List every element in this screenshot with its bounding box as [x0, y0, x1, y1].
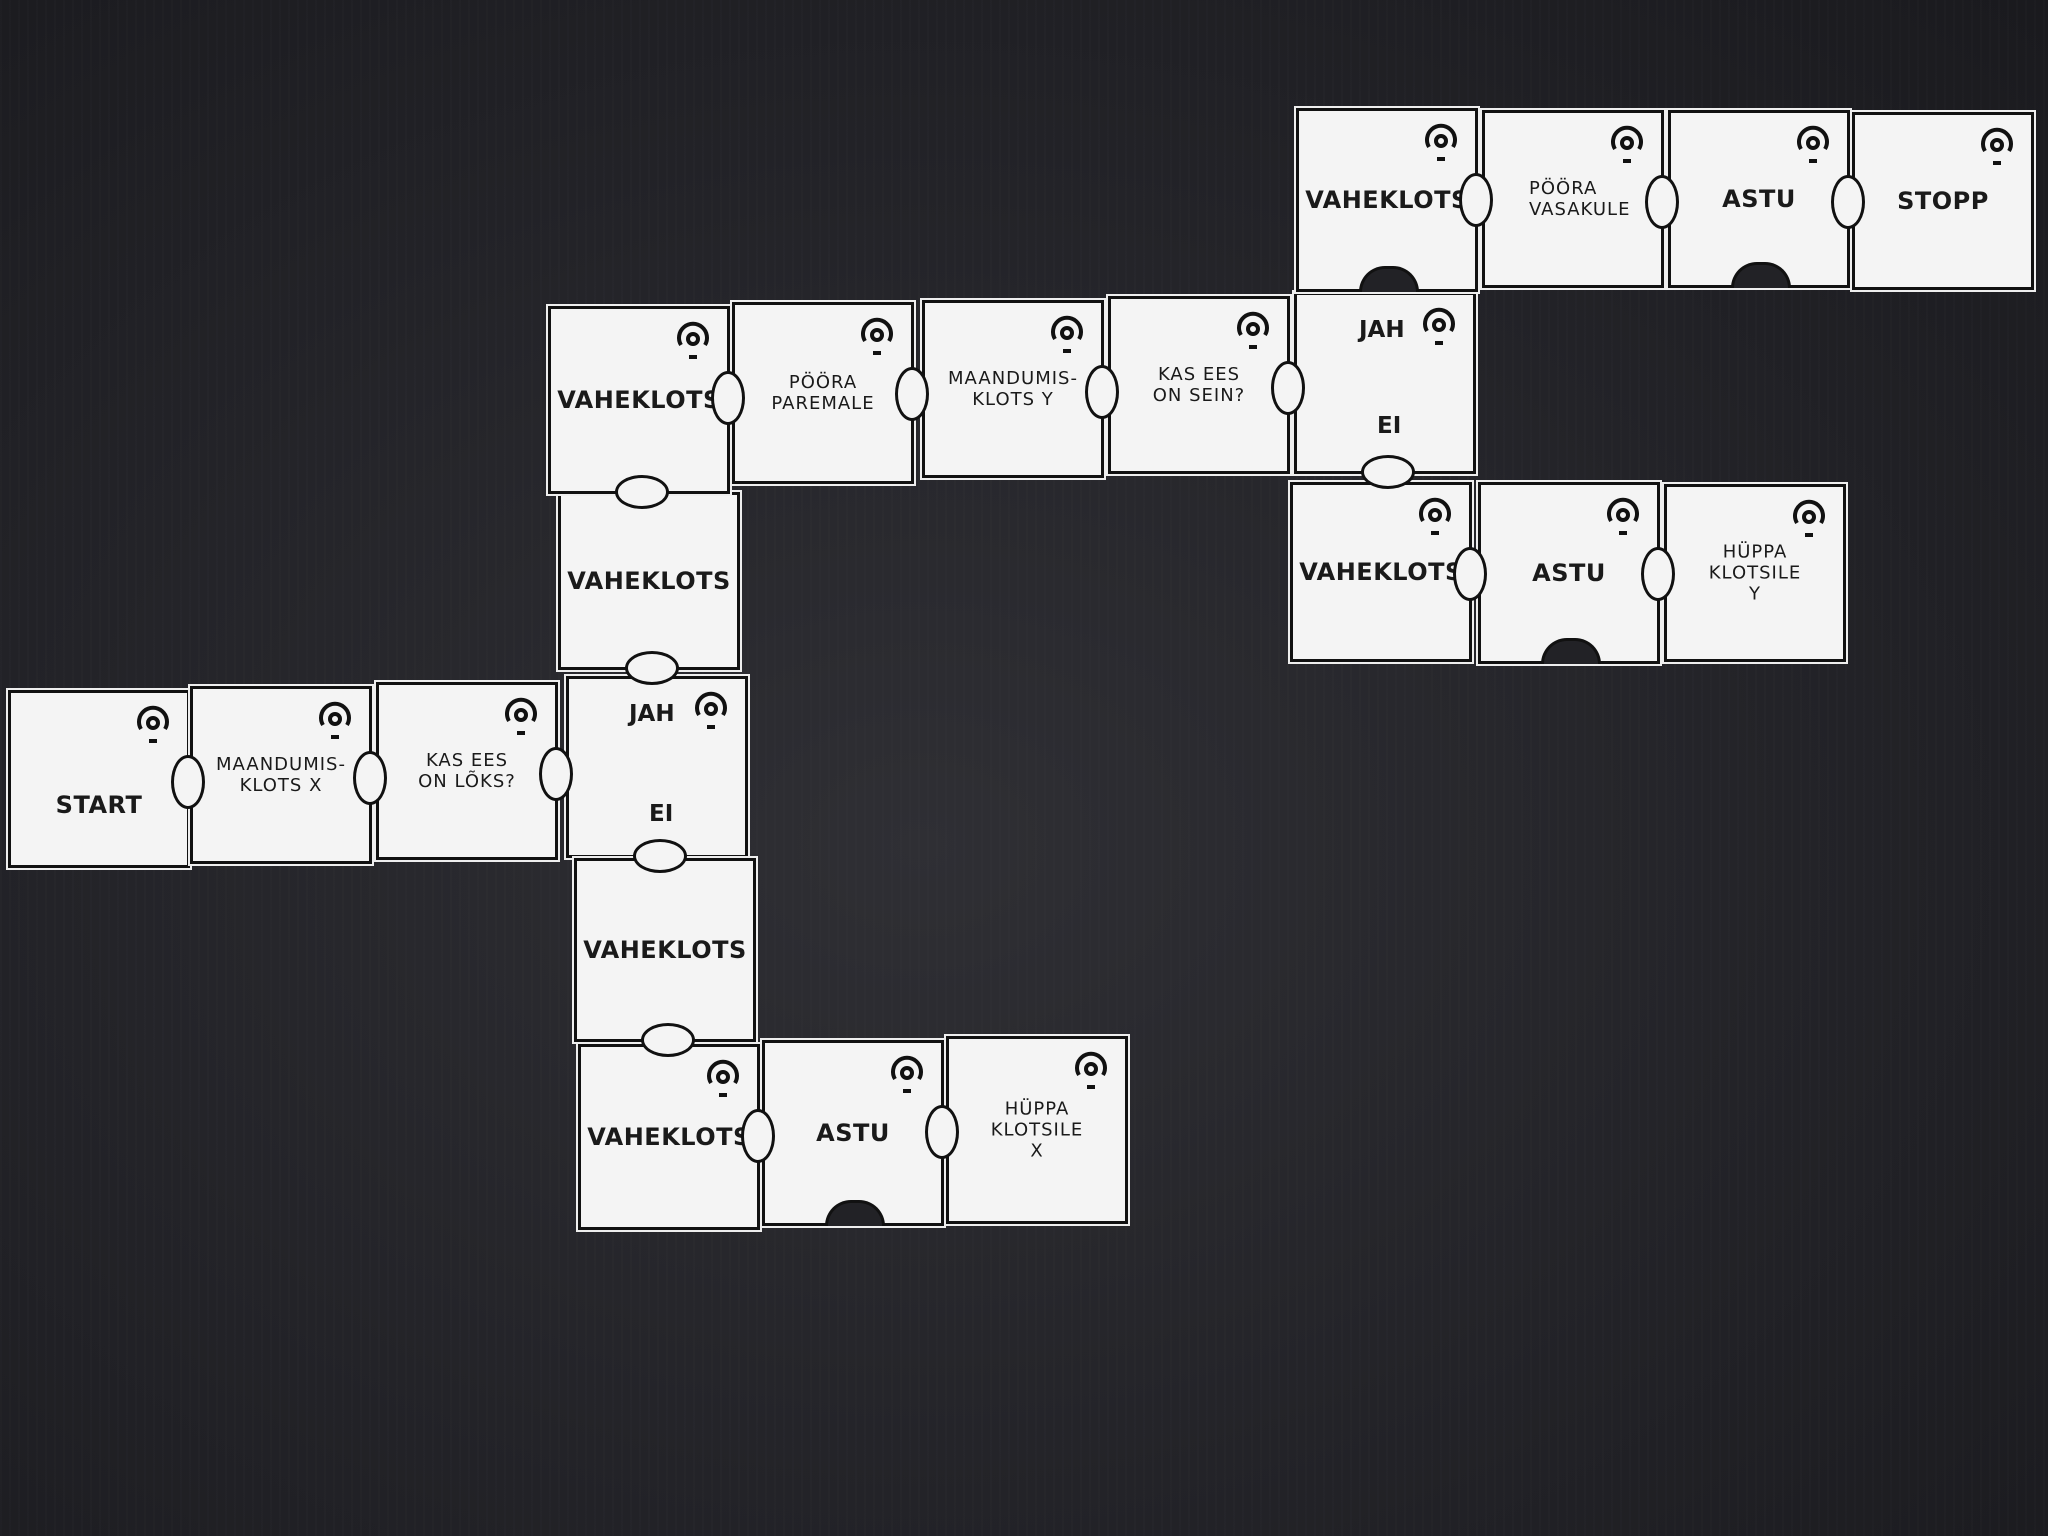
connector-notch: [825, 1200, 885, 1226]
connector-knob: [895, 367, 929, 421]
tile-label: PÖÖRA VASAKULE: [1529, 178, 1631, 220]
connector-knob: [171, 755, 205, 809]
connector-knob: [615, 475, 669, 509]
tile-label: HÜPPA KLOTSILE X: [990, 1098, 1084, 1162]
branch-yes-label: JAH: [629, 701, 675, 727]
tile-label: VAHEKLOTS: [1299, 558, 1463, 586]
connector-knob: [1831, 175, 1865, 229]
connector-knob: [925, 1105, 959, 1159]
tile-label: HÜPPA KLOTSILE Y: [1708, 541, 1802, 605]
sensor-icon: [1419, 497, 1451, 535]
connector-knob: [1641, 547, 1675, 601]
sensor-icon: [1611, 125, 1643, 163]
sensor-icon: [505, 697, 537, 735]
tile-huppa-y[interactable]: HÜPPA KLOTSILE Y: [1662, 482, 1848, 664]
tile-label: VAHEKLOTS: [1305, 186, 1469, 214]
sensor-icon: [319, 701, 351, 739]
sensor-icon: [1237, 311, 1269, 349]
connector-knob: [1361, 455, 1415, 489]
tile-astu-1[interactable]: ASTU: [760, 1038, 959, 1228]
connector-knob: [539, 747, 573, 801]
tile-stopp[interactable]: STOPP: [1850, 110, 2036, 292]
tile-vaheklots-e[interactable]: VAHEKLOTS: [1294, 106, 1493, 294]
sensor-icon: [1793, 499, 1825, 537]
sensor-icon: [1797, 125, 1829, 163]
tile-label: KAS EES ON LÕKS?: [418, 750, 516, 792]
connector-knob: [633, 839, 687, 873]
connector-knob: [711, 371, 745, 425]
tile-jah-ei-2[interactable]: JAH EI: [1292, 290, 1478, 489]
sensor-icon: [1607, 497, 1639, 535]
connector-knob: [641, 1023, 695, 1057]
tile-huppa-x[interactable]: HÜPPA KLOTSILE X: [944, 1034, 1130, 1226]
tile-kas-sein[interactable]: KAS EES ON SEIN?: [1106, 294, 1305, 476]
connector-knob: [1453, 547, 1487, 601]
tile-vaheklots-d[interactable]: VAHEKLOTS: [576, 1042, 775, 1232]
sensor-icon: [861, 317, 893, 355]
tile-poora-paremale[interactable]: PÖÖRA PAREMALE: [730, 300, 929, 486]
tile-label: MAANDUMIS- KLOTS Y: [948, 368, 1078, 410]
tile-label: START: [55, 791, 143, 819]
tile-label: VAHEKLOTS: [567, 567, 731, 595]
connector-knob: [1271, 361, 1305, 415]
tile-jah-ei-1[interactable]: JAH EI: [564, 674, 750, 873]
connector-notch: [1359, 266, 1419, 292]
tile-label: ASTU: [1532, 559, 1606, 587]
tile-label: ASTU: [816, 1119, 890, 1147]
tile-vaheklots-a[interactable]: VAHEKLOTS: [546, 304, 745, 509]
tile-vaheklots-f[interactable]: VAHEKLOTS: [1288, 480, 1487, 664]
tile-maandumis-y[interactable]: MAANDUMIS- KLOTS Y: [920, 298, 1119, 480]
sensor-icon: [695, 691, 727, 729]
branch-no-label: EI: [1377, 413, 1402, 439]
sensor-icon: [1981, 127, 2013, 165]
sensor-icon: [1051, 315, 1083, 353]
tile-label: ASTU: [1722, 185, 1796, 213]
sensor-icon: [707, 1059, 739, 1097]
connector-knob: [1645, 175, 1679, 229]
sensor-icon: [1425, 123, 1457, 161]
tile-label: STOPP: [1897, 187, 1989, 215]
sensor-icon: [677, 321, 709, 359]
connector-notch: [1541, 638, 1601, 664]
tile-label: VAHEKLOTS: [583, 936, 747, 964]
tile-vaheklots-b[interactable]: VAHEKLOTS: [556, 490, 742, 685]
branch-no-label: EI: [649, 801, 674, 827]
connector-knob: [625, 651, 679, 685]
tile-vaheklots-c[interactable]: VAHEKLOTS: [572, 856, 758, 1057]
sensor-icon: [137, 705, 169, 743]
sensor-icon: [891, 1055, 923, 1093]
tile-start[interactable]: START: [6, 688, 205, 870]
tile-label: PÖÖRA PAREMALE: [771, 372, 875, 414]
connector-knob: [741, 1109, 775, 1163]
tile-kas-loks[interactable]: KAS EES ON LÕKS?: [374, 680, 573, 862]
tile-poora-vasakule[interactable]: PÖÖRA VASAKULE: [1480, 108, 1679, 290]
tile-label: KAS EES ON SEIN?: [1152, 364, 1246, 406]
tile-label: VAHEKLOTS: [557, 386, 721, 414]
connector-knob: [353, 751, 387, 805]
tile-maandumis-x[interactable]: MAANDUMIS- KLOTS X: [188, 684, 387, 866]
sensor-icon: [1075, 1051, 1107, 1089]
tile-astu-3[interactable]: ASTU: [1476, 480, 1675, 666]
tile-label: VAHEKLOTS: [587, 1123, 751, 1151]
tile-label: MAANDUMIS- KLOTS X: [216, 754, 346, 796]
connector-notch: [1731, 262, 1791, 288]
connector-knob: [1459, 173, 1493, 227]
branch-yes-label: JAH: [1359, 317, 1405, 343]
tile-astu-2[interactable]: ASTU: [1666, 108, 1865, 290]
connector-knob: [1085, 365, 1119, 419]
sensor-icon: [1423, 307, 1455, 345]
